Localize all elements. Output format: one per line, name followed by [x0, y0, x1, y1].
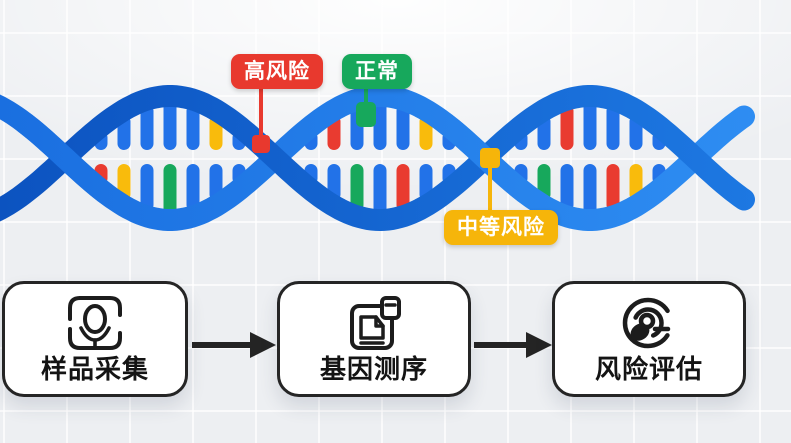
step-label-sample-collection: 样品采集	[40, 353, 149, 384]
normal-marker	[356, 102, 376, 127]
base-pair-bottom	[396, 164, 410, 212]
risk-tag-normal: 正常	[342, 54, 412, 89]
dna-strand-b	[0, 85, 755, 232]
base-pair-bottom	[186, 164, 200, 212]
base-pair-top	[560, 104, 574, 150]
base-pair-bottom	[583, 164, 597, 215]
risk-assessment-icon	[622, 297, 674, 348]
base-pair-top	[163, 101, 177, 150]
step-label-gene-sequencing: 基因测序	[319, 353, 428, 384]
base-pair-bottom	[163, 164, 177, 215]
gene-sequencing-icon	[350, 295, 401, 350]
dna-strands	[0, 84, 755, 232]
base-pair-top	[583, 101, 597, 150]
base-pair-top	[373, 101, 387, 150]
base-pair-bottom	[350, 164, 364, 212]
sample-collection-icon	[68, 295, 122, 350]
risk-markers	[252, 87, 500, 216]
base-pair-top	[186, 104, 200, 150]
base-pair-bottom	[606, 164, 620, 212]
risk-tag-medium: 中等风险	[444, 210, 558, 245]
flow-arrow-2	[474, 332, 552, 358]
medium-risk-marker	[480, 148, 500, 168]
high-risk-marker	[252, 135, 270, 153]
base-pair-top	[140, 104, 154, 150]
base-pair-bottom	[140, 164, 154, 212]
step-label-risk-assessment: 风险评估	[594, 353, 703, 384]
base-pair-bars	[94, 101, 666, 215]
step-card-sample-collection: 样品采集	[2, 281, 188, 397]
base-pair-top	[606, 104, 620, 150]
step-card-risk-assessment: 风险评估	[552, 281, 746, 397]
dna-strand-a-over	[14, 112, 116, 204]
step-card-gene-sequencing: 基因测序	[277, 281, 471, 397]
risk-tag-high: 高风险	[231, 54, 323, 89]
base-pair-bottom	[373, 164, 387, 215]
base-pair-bottom	[560, 164, 574, 212]
base-pair-top	[396, 104, 410, 150]
flow-arrow-1	[192, 332, 276, 358]
